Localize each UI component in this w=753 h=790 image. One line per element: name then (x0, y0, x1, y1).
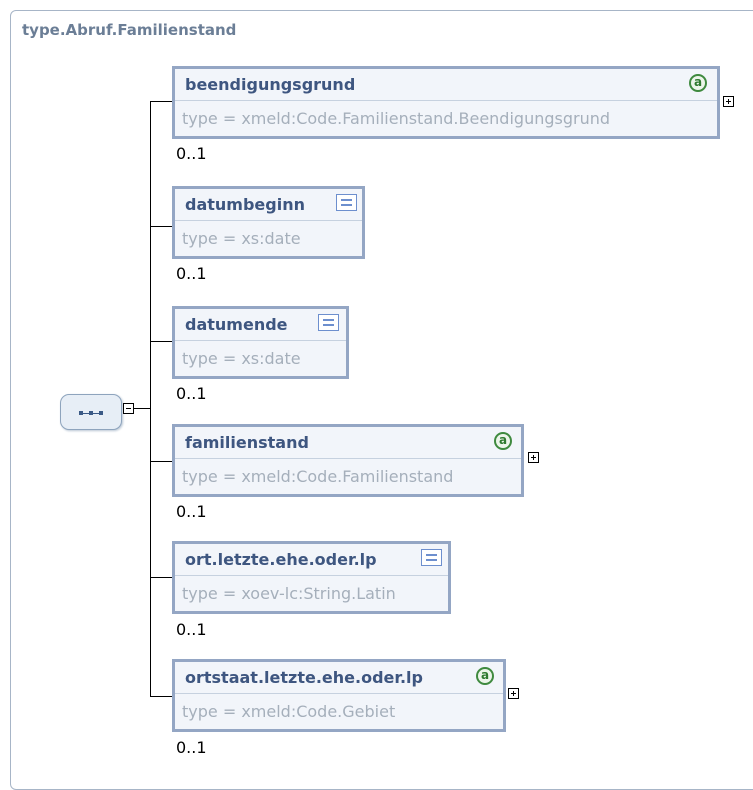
element-datumende[interactable]: datumende type = xs:date (172, 306, 349, 379)
connector-line (150, 577, 172, 578)
cardinality: 0..1 (176, 502, 207, 521)
expand-toggle-icon[interactable] (528, 452, 539, 463)
attribute-icon: a (494, 432, 512, 450)
element-type: type = xmeld:Code.Gebiet (182, 702, 396, 721)
element-name: ortstaat.letzte.ehe.oder.lp (185, 668, 423, 687)
element-ort-letzte-ehe-oder-lp[interactable]: ort.letzte.ehe.oder.lp type = xoev-lc:St… (172, 541, 451, 614)
element-name: beendigungsgrund (185, 75, 356, 94)
sequence-icon (79, 411, 103, 415)
element-type: type = xs:date (182, 229, 301, 248)
element-type: type = xmeld:Code.Familienstand.Beendigu… (182, 109, 611, 128)
documentation-icon (336, 194, 357, 211)
diagram-title: type.Abruf.Familienstand (22, 21, 237, 39)
element-name: datumbeginn (185, 195, 305, 214)
element-name: datumende (185, 315, 288, 334)
sequence-compositor[interactable] (60, 394, 122, 430)
element-type: type = xmeld:Code.Familienstand (182, 467, 454, 486)
element-datumbeginn[interactable]: datumbeginn type = xs:date (172, 186, 365, 259)
attribute-icon: a (476, 667, 494, 685)
element-name: familienstand (185, 433, 309, 452)
connector-line (150, 341, 172, 342)
element-beendigungsgrund[interactable]: beendigungsgrund a type = xmeld:Code.Fam… (172, 66, 720, 139)
element-ortstaat-letzte-ehe-oder-lp[interactable]: ortstaat.letzte.ehe.oder.lp a type = xme… (172, 659, 506, 732)
connector-line (134, 408, 150, 409)
documentation-icon (421, 549, 442, 566)
cardinality: 0..1 (176, 620, 207, 639)
connector-line (150, 461, 172, 462)
element-name: ort.letzte.ehe.oder.lp (185, 550, 377, 569)
connector-line (150, 696, 172, 697)
connector-trunk (150, 101, 151, 697)
attribute-icon: a (689, 74, 707, 92)
cardinality: 0..1 (176, 264, 207, 283)
cardinality: 0..1 (176, 144, 207, 163)
connector-line (150, 226, 172, 227)
element-type: type = xoev-lc:String.Latin (182, 584, 396, 603)
cardinality: 0..1 (176, 738, 207, 757)
documentation-icon (318, 314, 339, 331)
collapse-toggle-icon[interactable] (123, 403, 134, 414)
element-familienstand[interactable]: familienstand a type = xmeld:Code.Famili… (172, 424, 524, 497)
cardinality: 0..1 (176, 384, 207, 403)
expand-toggle-icon[interactable] (508, 688, 519, 699)
element-type: type = xs:date (182, 349, 301, 368)
connector-line (150, 101, 172, 102)
expand-toggle-icon[interactable] (723, 96, 734, 107)
